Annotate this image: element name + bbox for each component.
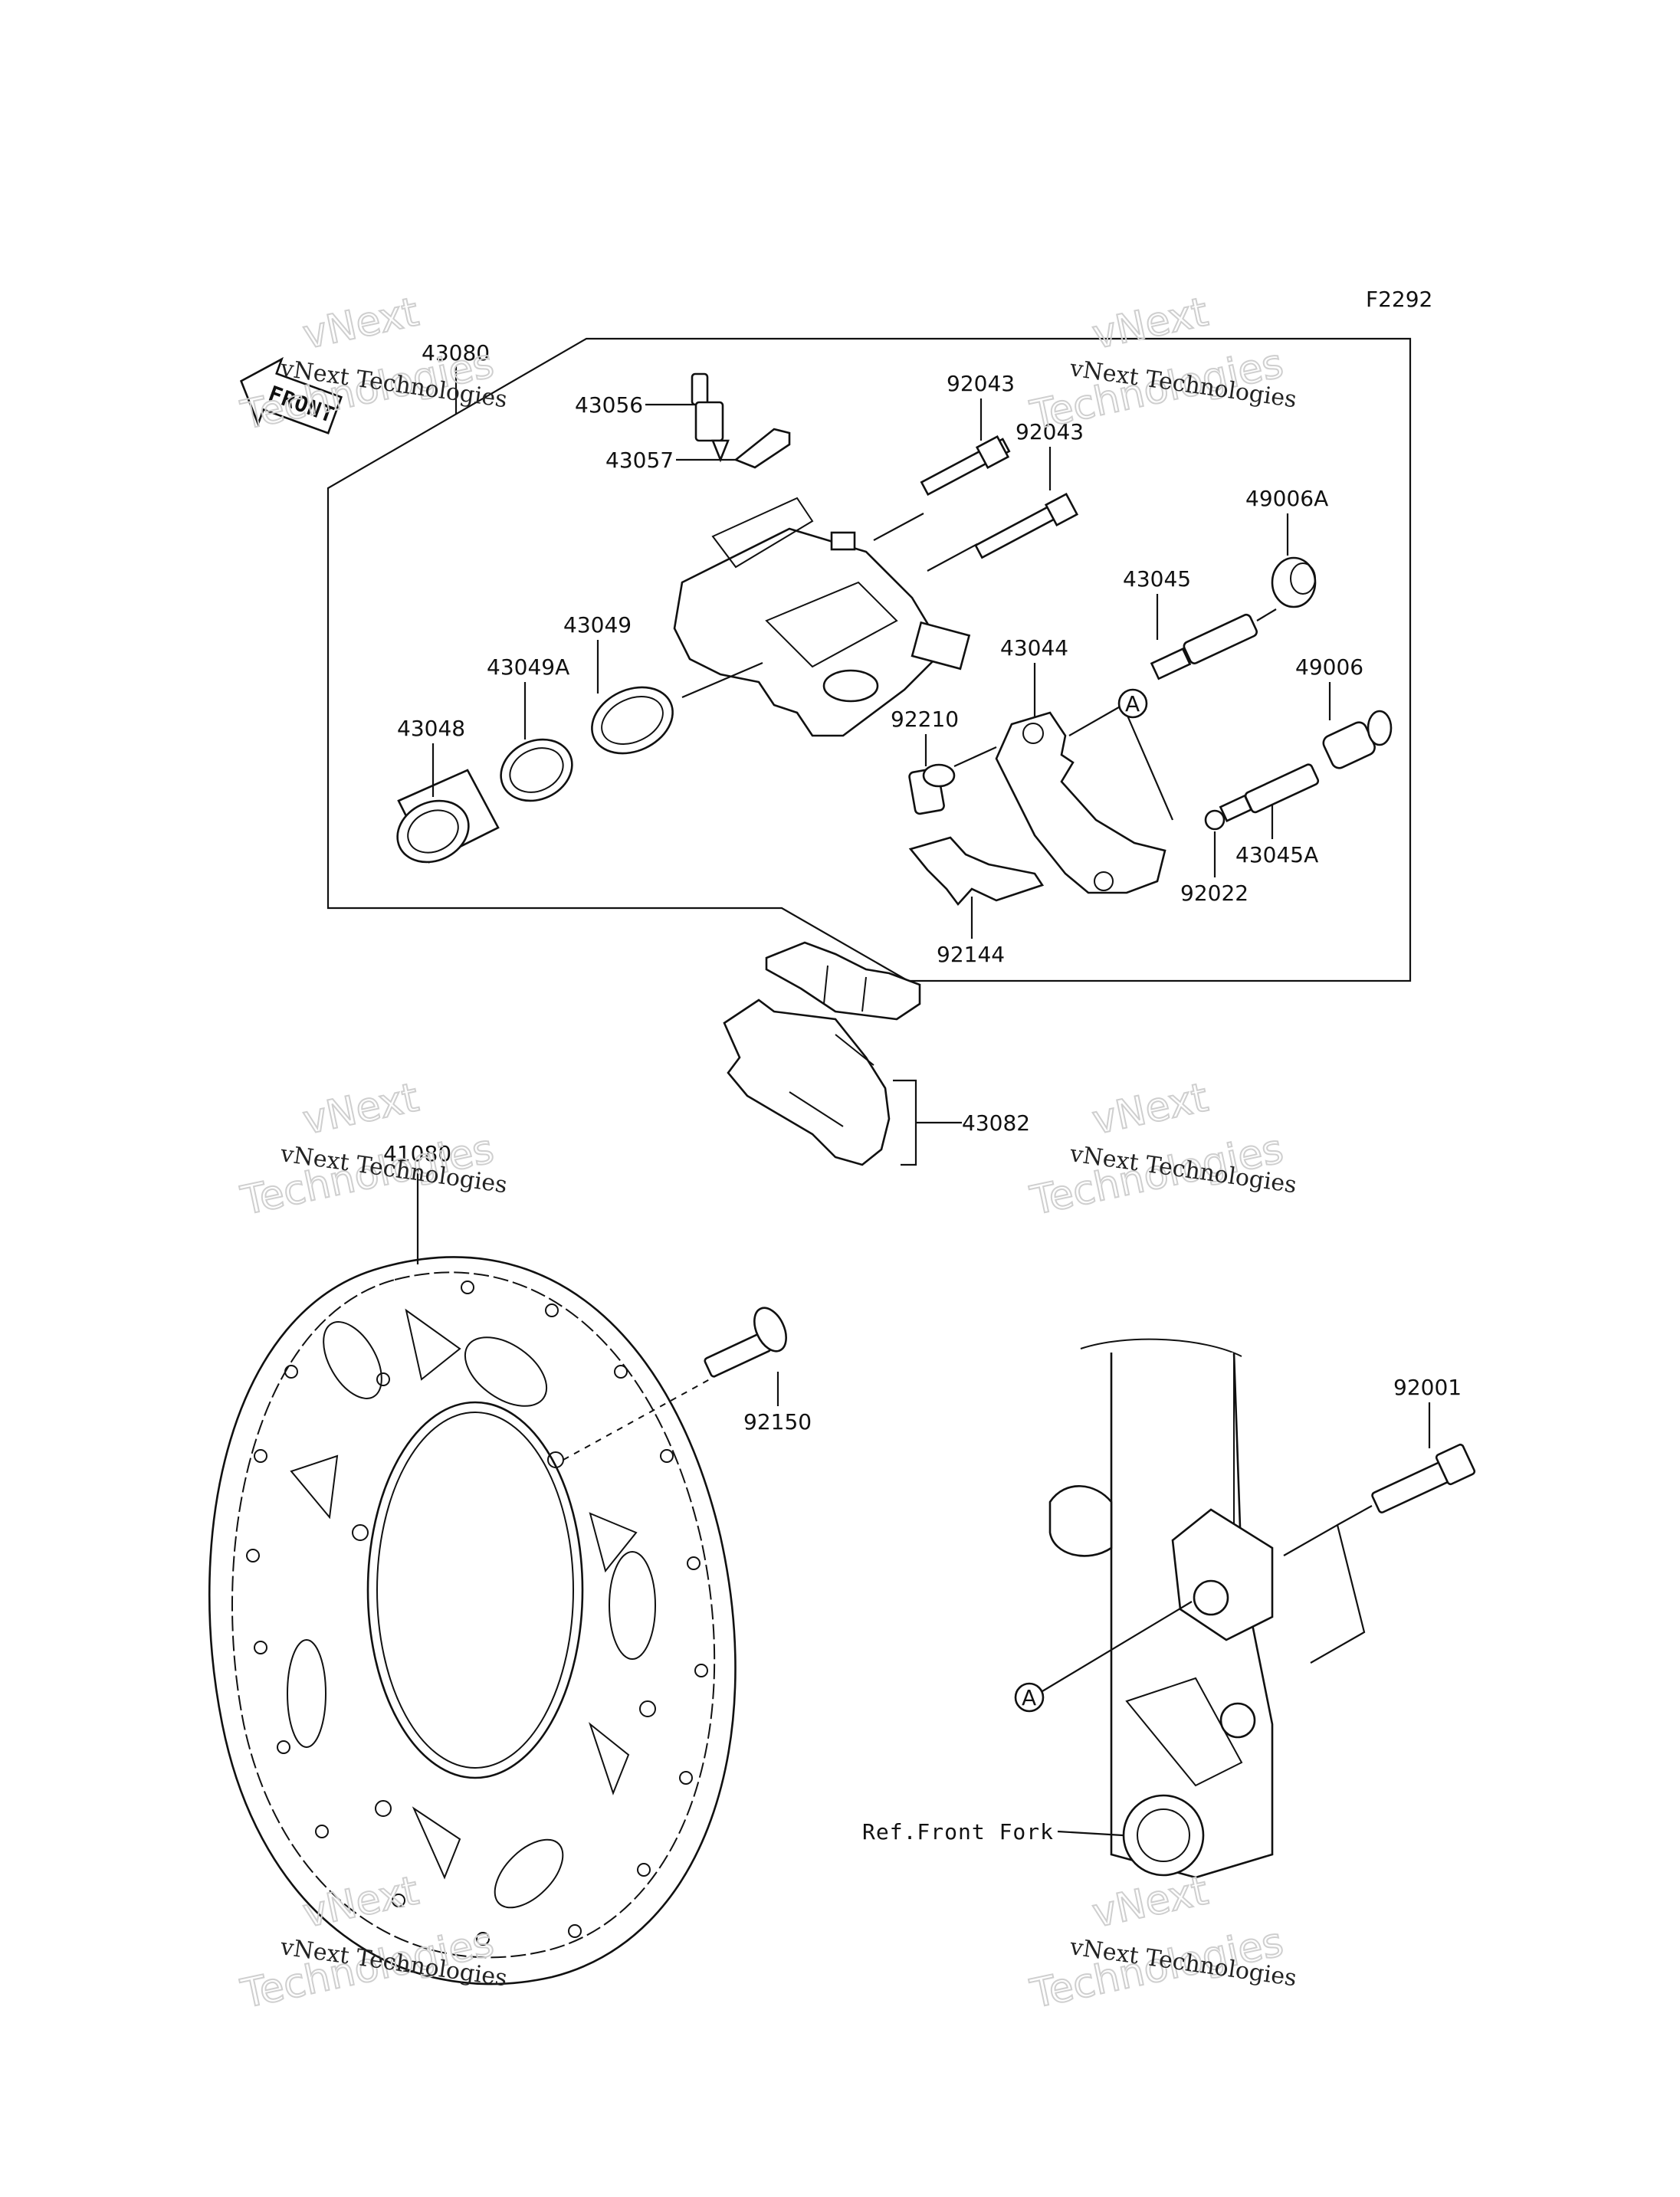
front-fork — [1048, 1338, 1274, 1879]
svg-text:vNext: vNext — [299, 1074, 422, 1143]
svg-text:vNext: vNext — [1088, 1074, 1212, 1143]
seal-43049a — [500, 738, 573, 802]
pads-bracket-line — [893, 1079, 962, 1166]
label-41080: 41080 — [383, 1141, 451, 1166]
fork-bolt-bracket-line — [1283, 1505, 1373, 1664]
label-43049: 43049 — [563, 612, 632, 638]
ref-circle-a-fork-label: A — [1022, 1685, 1036, 1710]
label-43044: 43044 — [1000, 635, 1068, 661]
label-43045: 43045 — [1123, 566, 1191, 592]
label-ref-front-fork: Ref.Front Fork — [862, 1819, 1054, 1844]
caliper-body — [673, 497, 971, 737]
fork-ref-a-line — [1038, 1601, 1193, 1694]
svg-text:vNext: vNext — [1088, 1867, 1212, 1936]
label-43056: 43056 — [575, 392, 643, 418]
watermark-top-right: vNext Technologies vNext Technologies — [1025, 288, 1298, 439]
bracket-hole-bottom — [1094, 871, 1114, 891]
label-92150: 92150 — [743, 1409, 812, 1435]
pin-line-lower — [927, 543, 978, 572]
label-43057: 43057 — [605, 448, 674, 473]
ref-circle-a-top-label: A — [1125, 691, 1140, 716]
pad-spring-92144 — [908, 836, 1045, 907]
svg-text:vNext: vNext — [1088, 289, 1212, 358]
pin-43045-line — [1256, 608, 1277, 621]
ring-92022 — [1204, 809, 1226, 831]
label-49006a: 49006A — [1245, 486, 1328, 511]
bleeder-cap — [733, 428, 791, 469]
sleeve-line — [953, 746, 997, 768]
caliper-assembly-frame — [326, 337, 1412, 982]
boot-49006a — [1271, 556, 1317, 608]
brake-disc — [208, 1256, 737, 1985]
slide-pin-43045 — [1150, 613, 1258, 680]
svg-text:vNext: vNext — [299, 289, 422, 358]
label-43045a: 43045A — [1235, 842, 1318, 867]
brake-pad-outer — [723, 998, 891, 1166]
label-92144: 92144 — [937, 942, 1005, 967]
disc-bolt-dash-line — [563, 1375, 717, 1461]
label-92022: 92022 — [1180, 880, 1249, 906]
figure-code: F2292 — [1366, 287, 1432, 312]
ref-circle-a-top — [1117, 688, 1148, 719]
label-92001: 92001 — [1393, 1375, 1462, 1400]
boot-49006 — [1322, 710, 1393, 769]
bracket-ref-lines — [1068, 704, 1174, 821]
label-92210: 92210 — [891, 707, 959, 732]
watermark-bottom-right: vNext Technologies vNext Technologies — [1025, 1867, 1298, 2018]
pin-bolt-upper — [920, 434, 1011, 496]
disc-bolt-92150 — [704, 1307, 787, 1378]
label-43049a: 43049A — [487, 654, 569, 680]
pin-line-upper — [873, 513, 924, 541]
bracket-hole-top — [1022, 723, 1044, 744]
label-92043-upper: 92043 — [947, 371, 1015, 396]
caliper-bracket — [995, 711, 1166, 894]
label-43048: 43048 — [397, 716, 465, 741]
slide-pin-43045a — [1219, 763, 1320, 822]
label-43082: 43082 — [962, 1110, 1030, 1136]
label-49006: 49006 — [1295, 654, 1363, 680]
sleeve-92210 — [908, 763, 956, 815]
piston-43048 — [396, 769, 500, 864]
leader-ref-front-fork — [1057, 1830, 1124, 1837]
caliper-bolt-92001 — [1371, 1443, 1476, 1513]
ref-circle-a-fork — [1014, 1682, 1045, 1713]
watermark-mid-left: vNext Technologies vNext Technologies — [236, 1074, 509, 1225]
pin-bolt-lower — [974, 492, 1079, 559]
watermark-mid-right: vNext Technologies vNext Technologies — [1025, 1074, 1298, 1225]
seal-43049 — [591, 686, 674, 755]
label-92043-lower: 92043 — [1016, 419, 1084, 444]
brake-pad-inner — [765, 941, 921, 1021]
piston-axis-line — [681, 661, 763, 699]
label-43080: 43080 — [422, 340, 490, 366]
bleeder-valve — [691, 372, 730, 463]
